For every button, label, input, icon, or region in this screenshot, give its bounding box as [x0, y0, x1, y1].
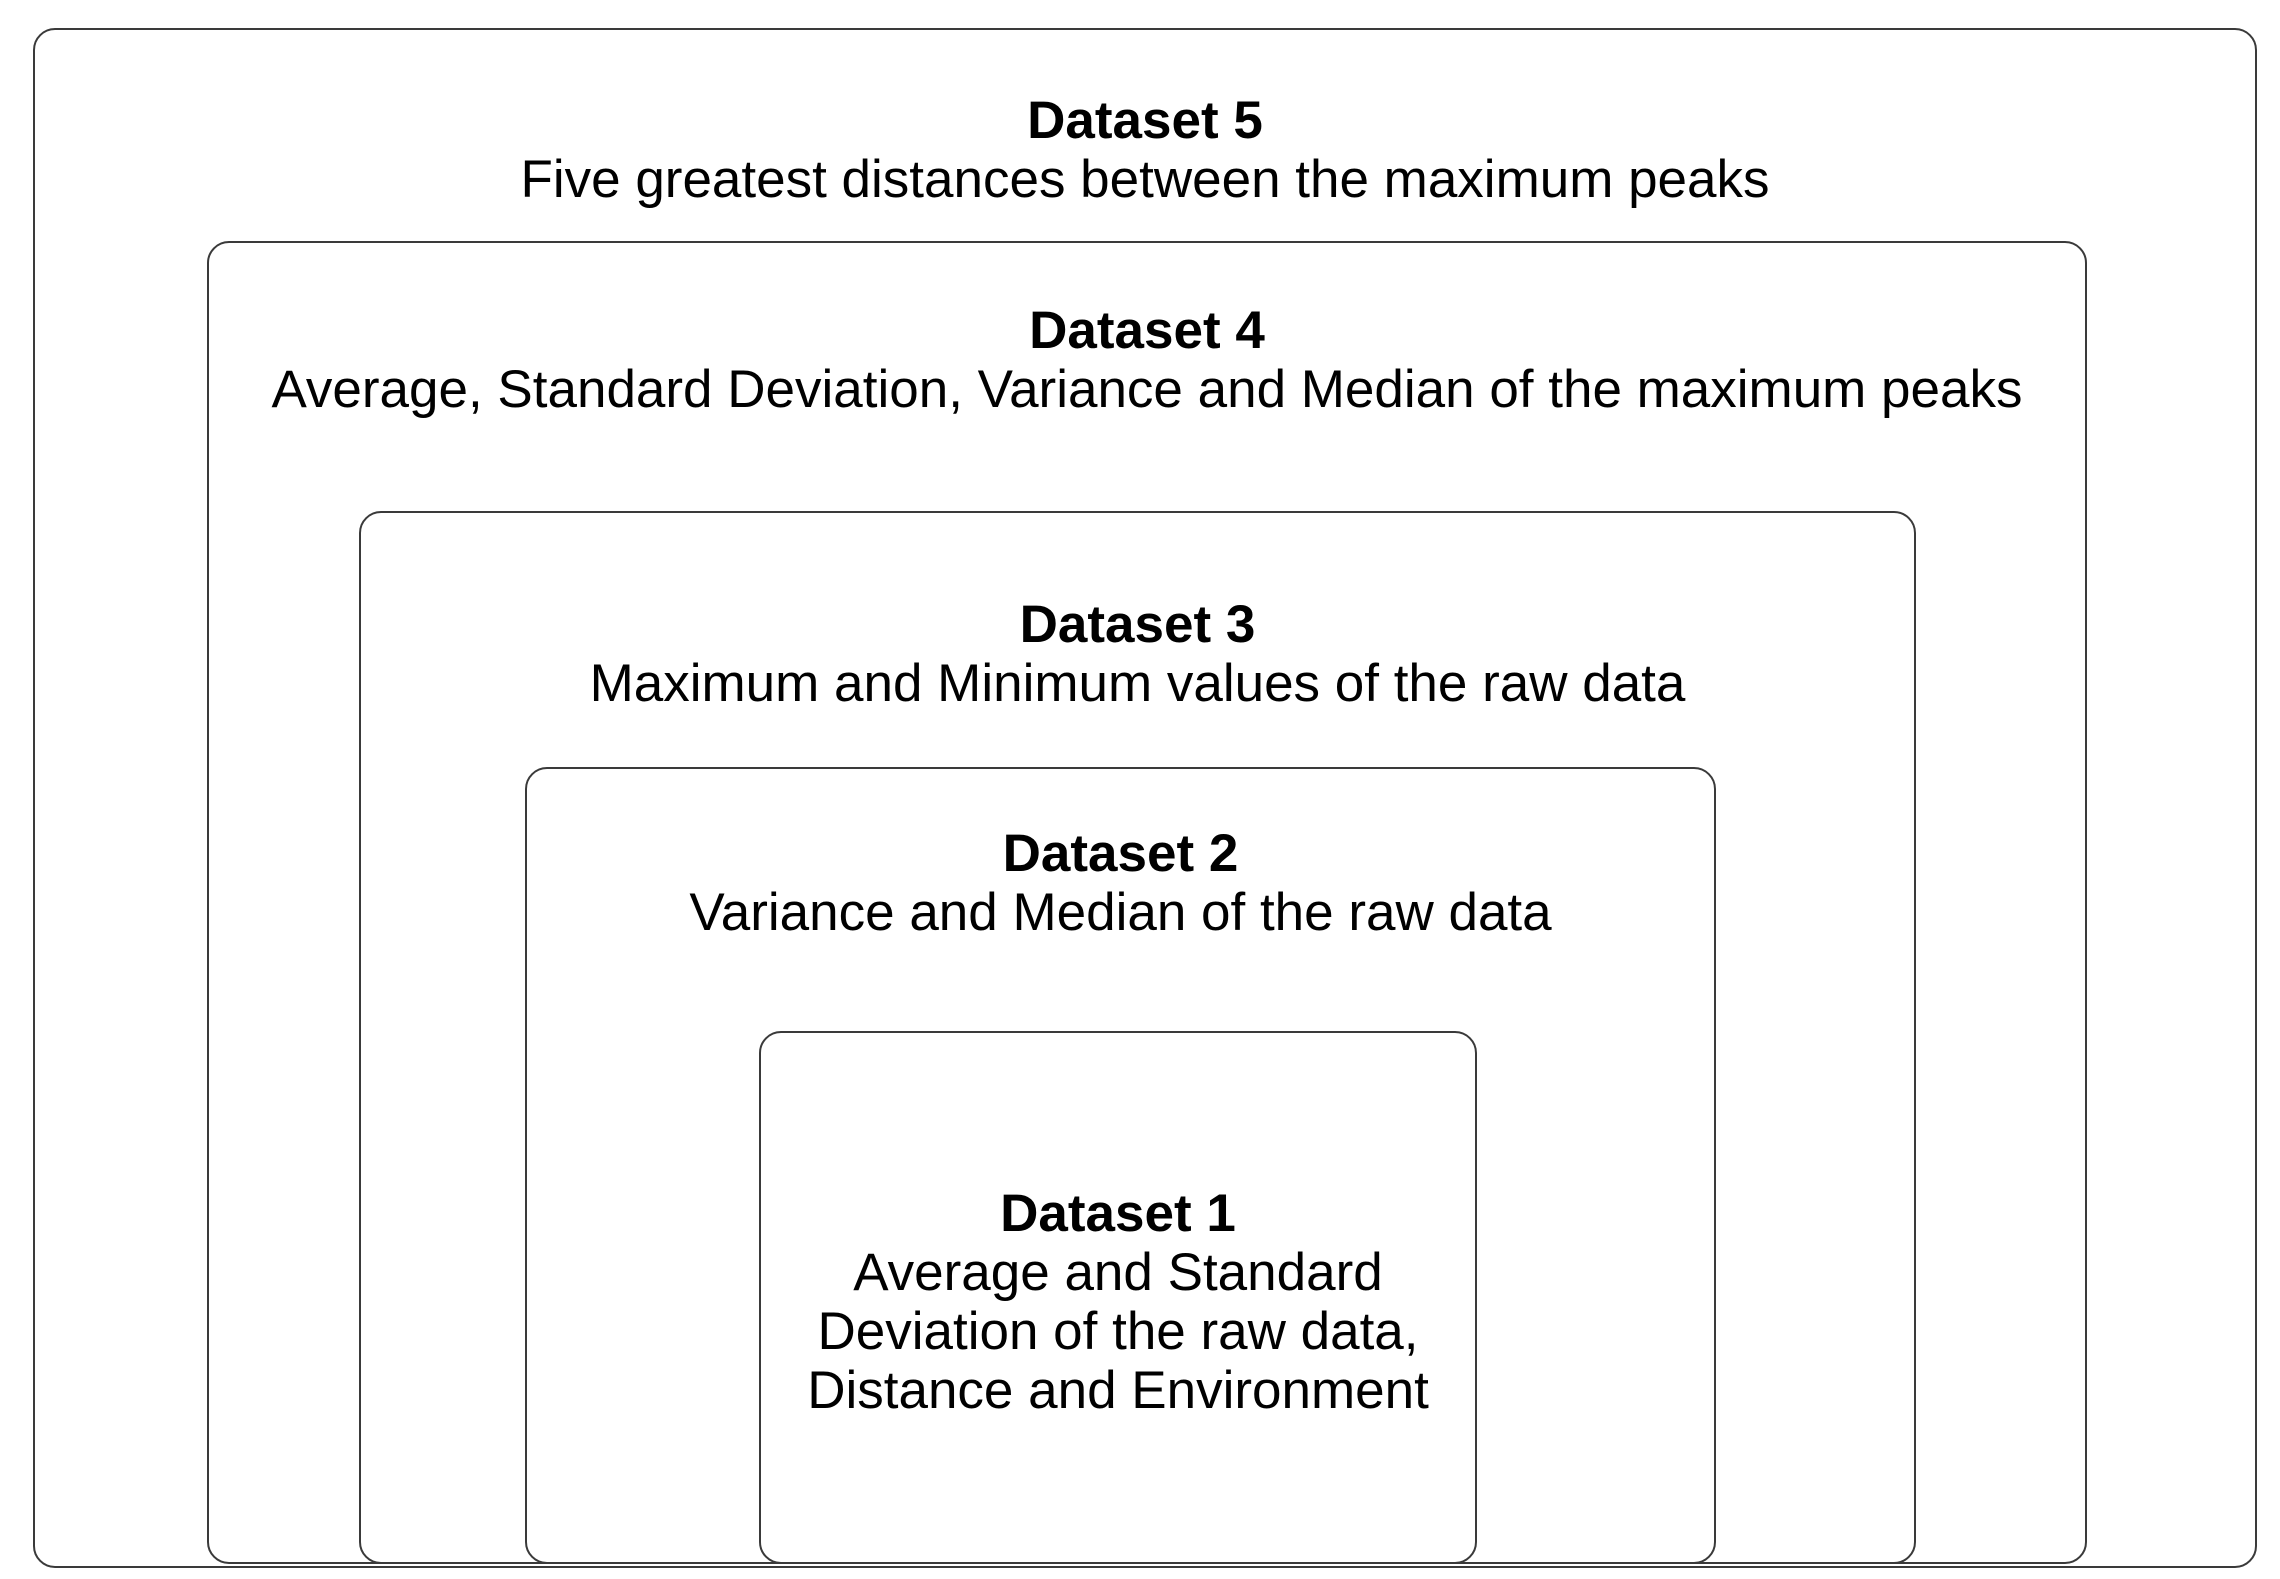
dataset-5-description: Five greatest distances between the maxi…: [520, 150, 1770, 209]
dataset-1-description: Average and Standard Deviation of the ra…: [807, 1243, 1429, 1420]
dataset-4-title: Dataset 4: [1029, 301, 1265, 360]
dataset-1-title: Dataset 1: [1000, 1184, 1236, 1243]
dataset-3-label: Dataset 3 Maximum and Minimum values of …: [359, 595, 1916, 713]
dataset-2-description: Variance and Median of the raw data: [689, 883, 1552, 942]
dataset-5-title: Dataset 5: [1027, 91, 1263, 150]
dataset-1-label: Dataset 1 Average and Standard Deviation…: [759, 1184, 1477, 1420]
dataset-1-box: [759, 1031, 1477, 1564]
dataset-4-description: Average, Standard Deviation, Variance an…: [271, 360, 2023, 419]
dataset-2-label: Dataset 2 Variance and Median of the raw…: [525, 824, 1716, 942]
dataset-5-label: Dataset 5 Five greatest distances betwee…: [33, 91, 2257, 209]
dataset-4-label: Dataset 4 Average, Standard Deviation, V…: [207, 301, 2087, 419]
dataset-3-description: Maximum and Minimum values of the raw da…: [589, 654, 1686, 713]
dataset-3-title: Dataset 3: [1019, 595, 1256, 654]
dataset-2-title: Dataset 2: [1002, 824, 1239, 883]
